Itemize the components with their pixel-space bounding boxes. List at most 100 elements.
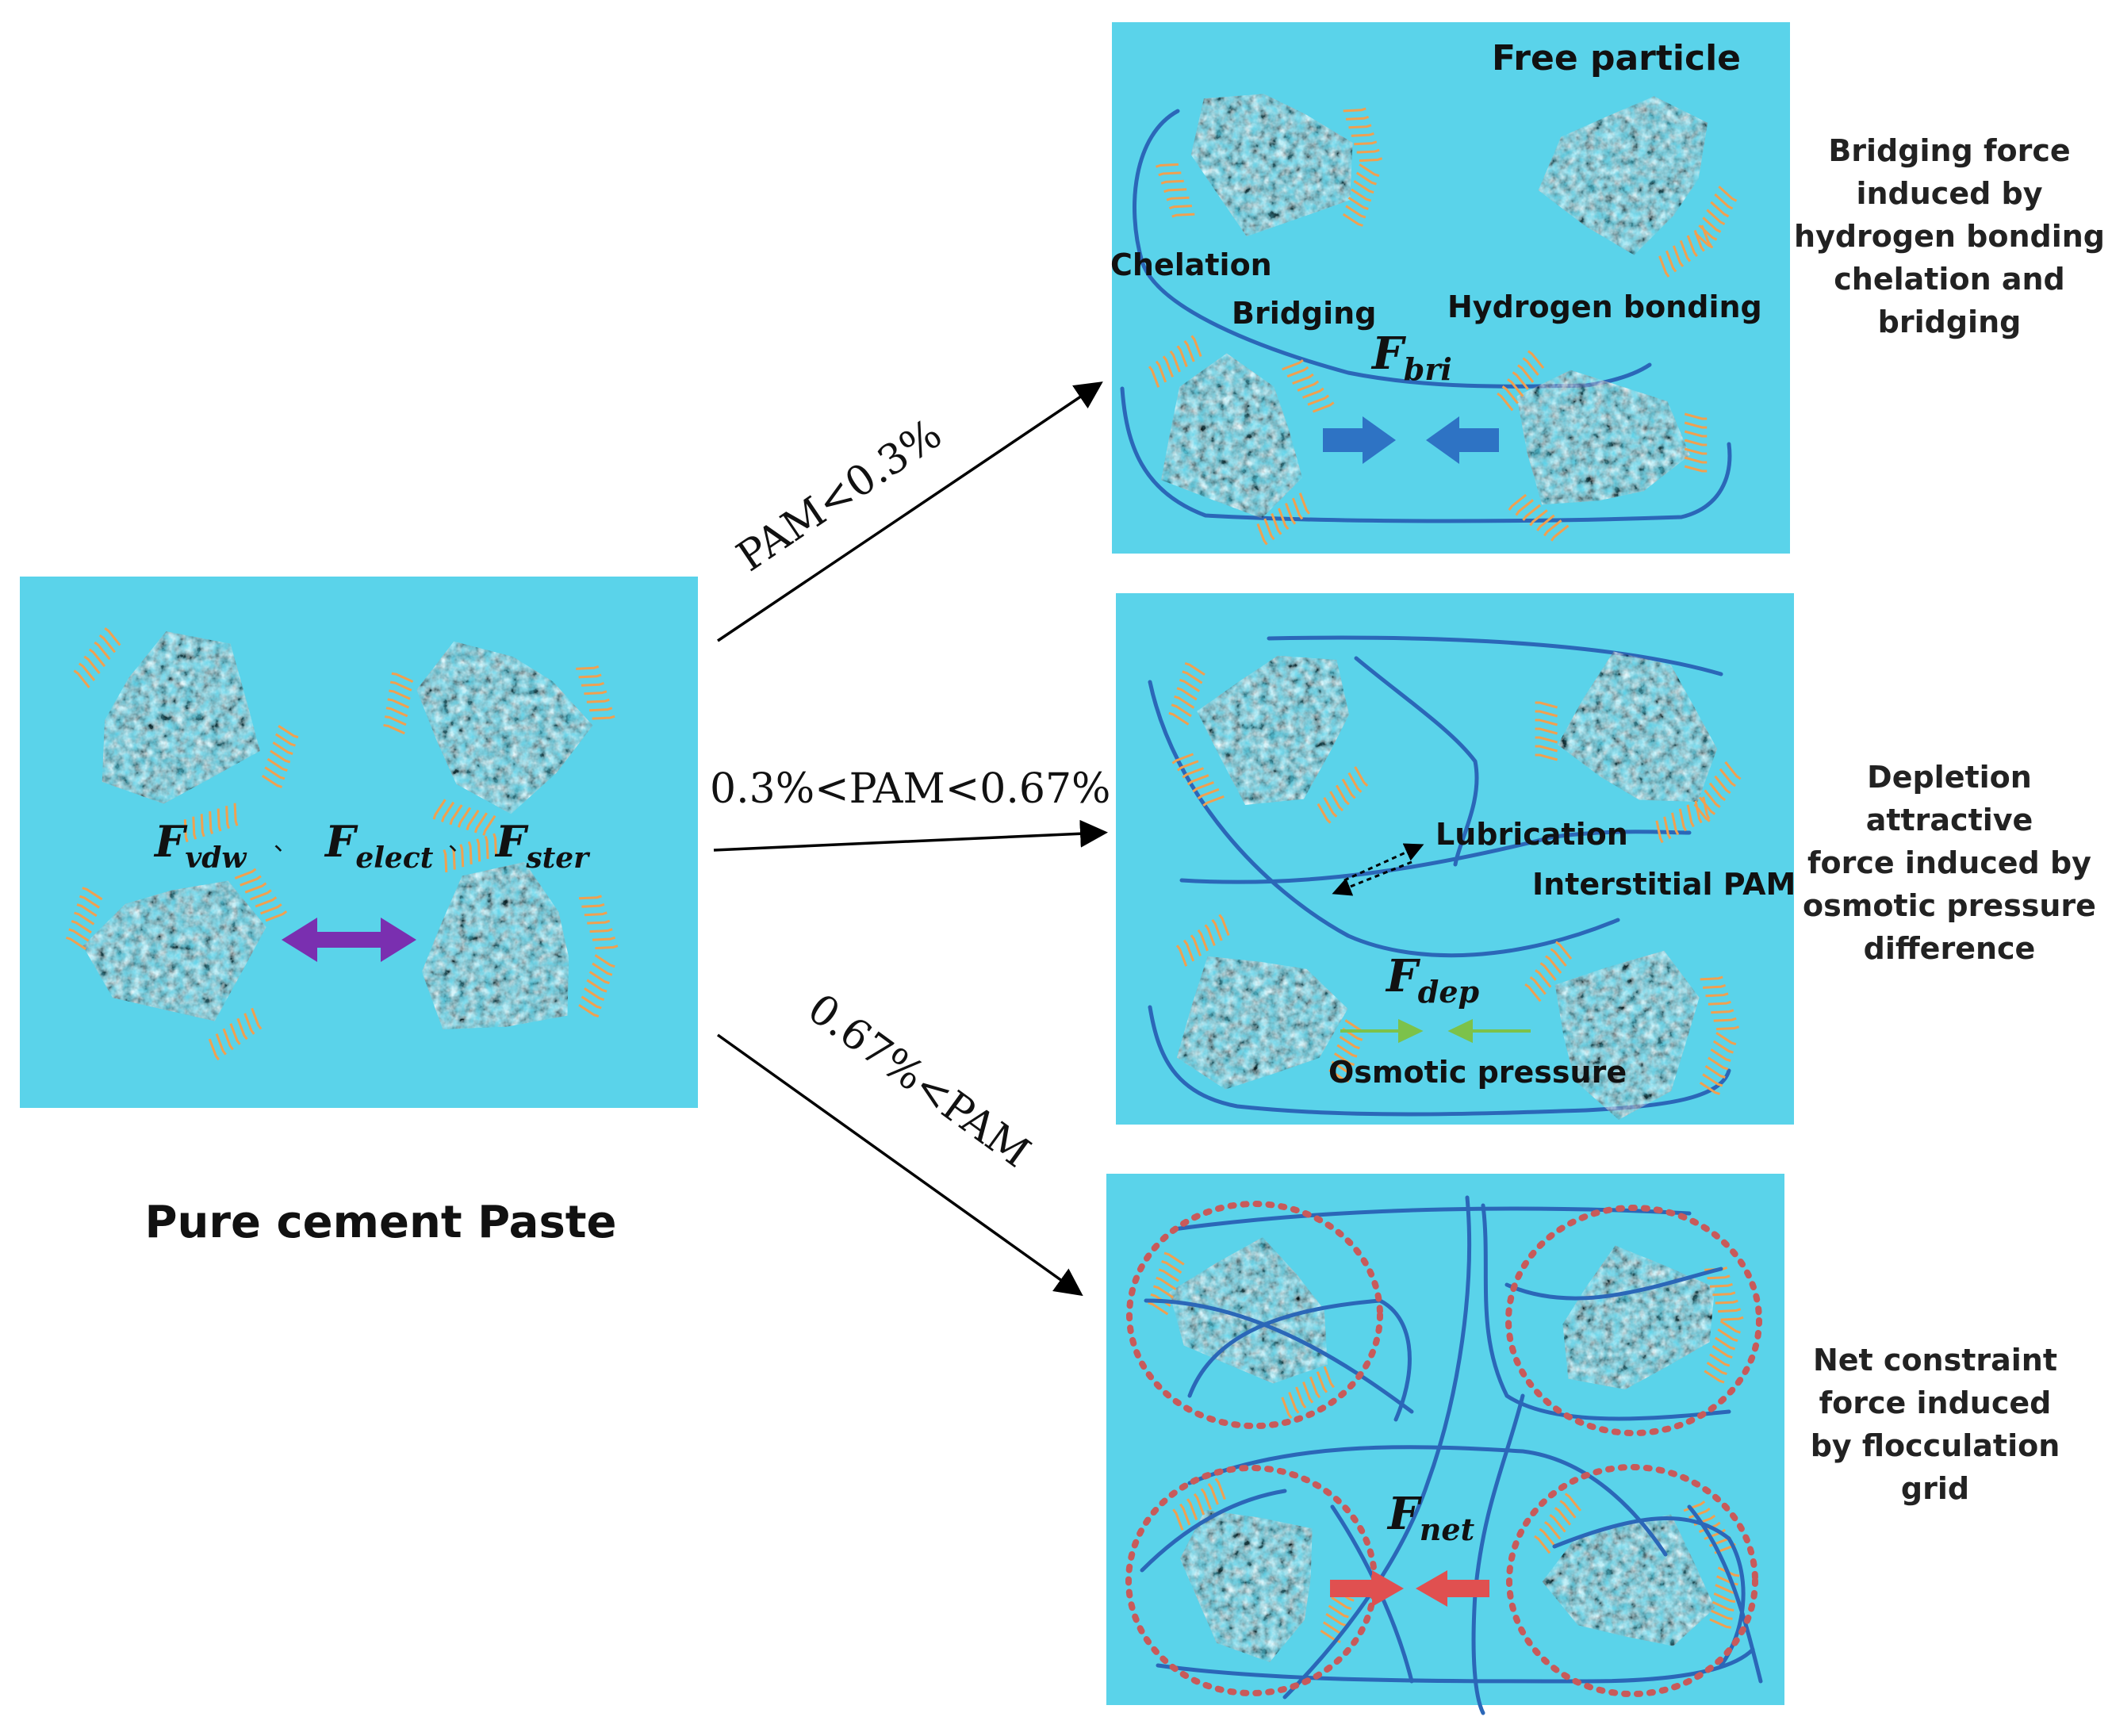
description-line: attractive: [1866, 803, 2033, 837]
force-net: Fnet: [1386, 1488, 1475, 1547]
surface-fringe: [576, 665, 615, 720]
surface-fringe: [1171, 753, 1225, 807]
surface-fringe: [1317, 766, 1369, 824]
force-elect: Felect: [324, 816, 434, 875]
particles-top: [1148, 94, 1738, 546]
cement-particle: [1155, 94, 1383, 237]
hydrogen-bonding-label: Hydrogen bonding: [1447, 289, 1762, 324]
interstitial-label: Interstitial PAM: [1532, 867, 1796, 902]
cement-particle: [73, 627, 299, 843]
force-vdw: Fvdw: [153, 816, 247, 875]
bridging-label: Bridging: [1232, 296, 1376, 331]
left-caption: Pure cement Paste: [144, 1197, 616, 1248]
surface-fringe: [1282, 358, 1335, 413]
surface-fringe: [1534, 1493, 1582, 1554]
cement-particle: [1168, 655, 1369, 824]
polymer-network-bottom: [1140, 1195, 1763, 1715]
surface-fringe: [1256, 492, 1311, 546]
surface-fringe: [1168, 661, 1205, 726]
surface-fringe: [1148, 335, 1202, 388]
surface-fringe: [1508, 493, 1570, 542]
description-line: Bridging force: [1828, 133, 2070, 168]
surface-fringe: [1699, 1032, 1737, 1095]
arrow-lower: [716, 1033, 1083, 1297]
cement-particle: [1524, 941, 1740, 1120]
description-line: by flocculation: [1811, 1428, 2060, 1463]
description-line: force induced by: [1807, 845, 2091, 880]
description-line: Depletion: [1867, 760, 2032, 795]
surface-fringe: [383, 672, 414, 735]
surface-fringe: [1694, 186, 1738, 249]
cement-particle: [1497, 350, 1708, 542]
description-line: chelation and: [1834, 262, 2065, 297]
surface-fringe: [443, 833, 498, 873]
arrow-lower-label: 0.67%<PAM: [799, 985, 1038, 1177]
cement-particle: [1148, 335, 1335, 546]
surface-fringe: [183, 803, 239, 843]
purple-double-arrow: [282, 918, 416, 962]
description-line: grid: [1901, 1471, 1969, 1506]
description-line: bridging: [1878, 305, 2022, 339]
surface-fringe: [261, 725, 299, 788]
force-ster: Fster: [494, 816, 591, 875]
description-line: induced by: [1856, 176, 2042, 211]
cement-particle: [1535, 651, 1742, 844]
description-line: difference: [1864, 931, 2036, 966]
arrow-middle: [713, 819, 1108, 852]
surface-fringe: [1342, 163, 1380, 227]
separator-2: 、: [448, 829, 472, 857]
cement-particle: [1538, 96, 1738, 278]
lubrication-label: Lubrication: [1435, 817, 1628, 852]
polymer-chains-middle: [1148, 635, 1731, 1117]
surface-fringe: [208, 1007, 263, 1061]
surface-fringe: [1524, 941, 1573, 1002]
left-panel-background: [20, 577, 698, 1108]
surface-fringe: [1497, 350, 1545, 412]
cement-particle: [421, 833, 619, 1030]
force-bri: Fbri: [1370, 328, 1452, 387]
surface-fringe: [65, 887, 103, 950]
panel-bottom: Fnet: [1106, 1174, 1784, 1715]
description-line: force induced: [1819, 1385, 2052, 1420]
surface-fringe: [1535, 701, 1558, 761]
arrow-upper: [717, 381, 1103, 642]
cement-particle: [1175, 914, 1366, 1090]
surface-fringe: [1700, 975, 1740, 1031]
description-top: Bridging force induced by hydrogen bonding…: [1794, 133, 2105, 339]
surface-fringe: [1684, 412, 1708, 473]
surface-fringe: [1281, 1366, 1335, 1420]
red-arrows: [1330, 1570, 1489, 1607]
surface-fringe: [578, 895, 619, 950]
left-panel: Fvdw 、 Felect 、 Fster Pure cement Paste: [20, 577, 698, 1248]
surface-fringe: [1172, 1477, 1226, 1531]
surface-fringe: [73, 627, 121, 688]
surface-fringe: [578, 954, 615, 1017]
force-dep: Fdep: [1385, 950, 1480, 1010]
description-line: hydrogen bonding: [1794, 219, 2105, 254]
osmotic-label: Osmotic pressure: [1328, 1055, 1627, 1090]
surface-fringe: [234, 868, 288, 922]
cement-particle: [65, 868, 288, 1061]
description-line: Net constraint: [1813, 1343, 2057, 1378]
panel-top: Free particle Chelation Bridging Hydroge…: [1110, 22, 1790, 554]
surface-fringe: [1655, 796, 1711, 844]
surface-fringe: [432, 799, 496, 836]
arrow-middle-label: 0.3%<PAM<0.67%: [710, 765, 1110, 813]
panel-middle: Lubrication Interstitial PAM Fdep Osmoti…: [1116, 593, 1796, 1125]
surface-fringe: [1704, 1320, 1741, 1384]
green-arrows: [1340, 1018, 1531, 1044]
transition-arrows: PAM<0.3% 0.3%<PAM<0.67% 0.67%<PAM: [710, 381, 1110, 1297]
separator-1: 、: [274, 829, 297, 857]
arrow-upper-label: PAM<0.3%: [729, 410, 951, 581]
surface-fringe: [1175, 914, 1230, 967]
chelation-label: Chelation: [1110, 247, 1272, 282]
free-particle-label: Free particle: [1492, 38, 1741, 79]
surface-fringe: [1343, 107, 1383, 163]
blue-arrows-top: [1323, 416, 1499, 464]
cement-particle: [1148, 1236, 1335, 1420]
cement-particle: [1172, 1477, 1358, 1662]
particles-middle: [1168, 651, 1742, 1120]
surface-fringe: [1155, 163, 1195, 218]
